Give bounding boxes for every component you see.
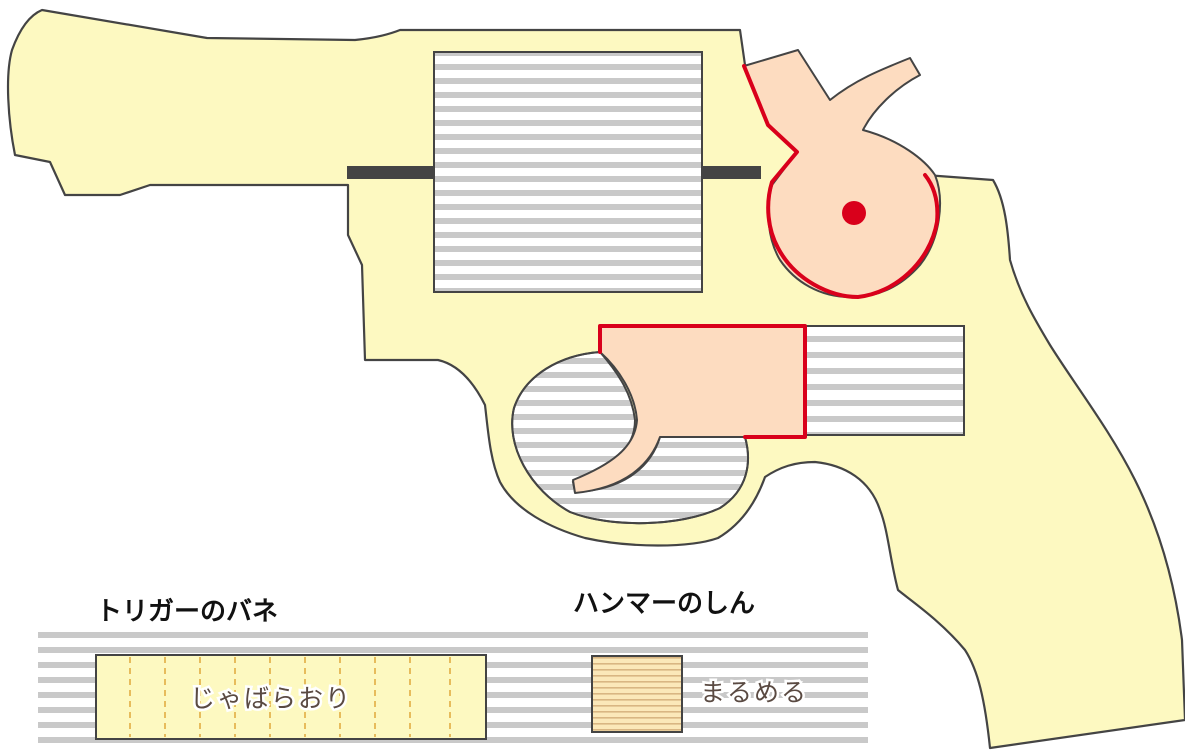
trigger-part (572, 325, 806, 494)
hammer-cut-line (742, 64, 940, 299)
accordion-fold-box (95, 654, 487, 740)
label-accordion-fold: じゃばらおり (190, 684, 352, 713)
label-trigger-spring: トリガーのバネ (96, 597, 278, 627)
cylinder-striped-panel (433, 51, 703, 293)
trigger-cut-line (598, 324, 807, 439)
hammer-pivot-dot (842, 201, 866, 225)
trigger-spring-housing (799, 325, 965, 436)
label-roll-up: まるめる (700, 678, 808, 707)
label-hammer-pin: ハンマーのしん (573, 589, 755, 619)
fold-lines (129, 657, 451, 737)
roll-up-square (591, 655, 683, 733)
